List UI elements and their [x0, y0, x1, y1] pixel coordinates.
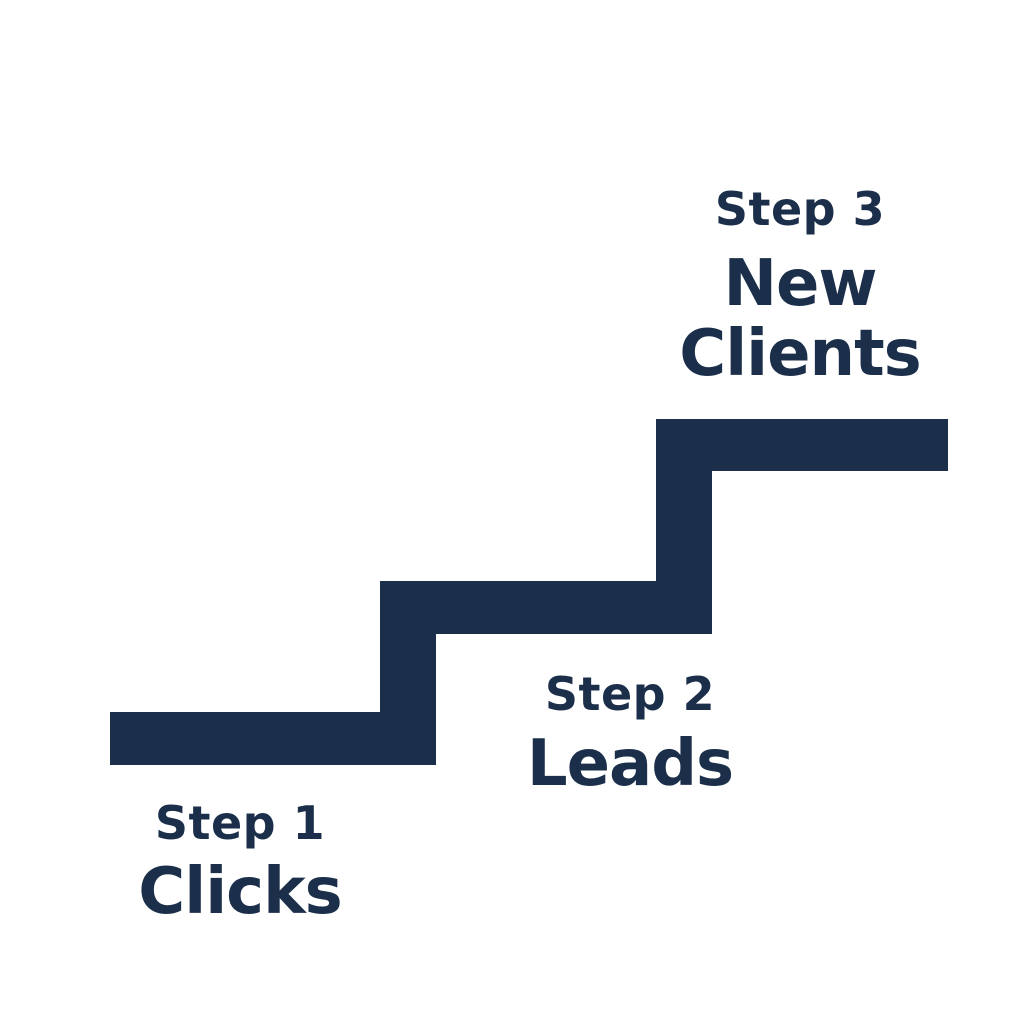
staircase-line — [110, 419, 948, 765]
step-1-number: Step 1 — [154, 796, 326, 850]
step-3-name: New Clients — [679, 247, 922, 392]
step-1-label: Step 1 Clicks — [110, 800, 370, 924]
step-2-name: Leads — [526, 727, 734, 801]
step-3-label: Step 3 New Clients — [660, 186, 940, 390]
step-2-number: Step 2 — [544, 667, 716, 721]
step-3-number: Step 3 — [714, 182, 886, 236]
step-1-name: Clicks — [138, 855, 342, 929]
step-2-label: Step 2 Leads — [500, 671, 760, 796]
